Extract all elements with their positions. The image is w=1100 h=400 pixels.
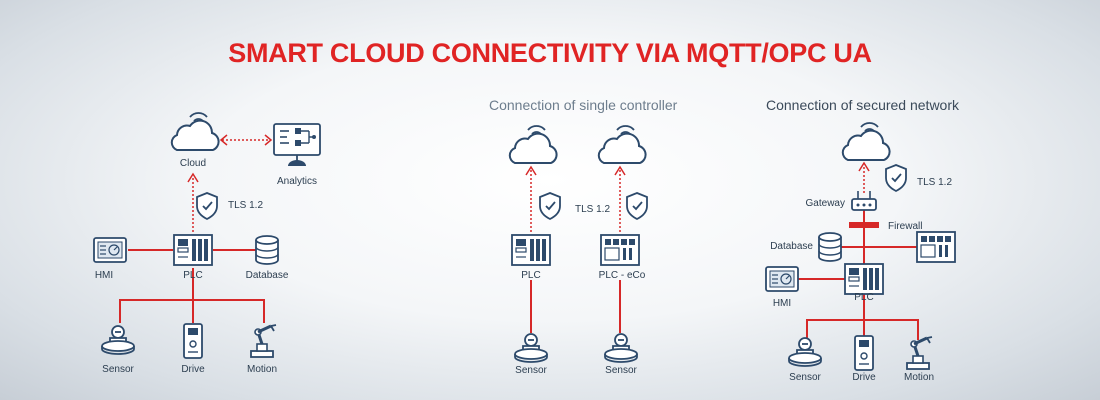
sensor-label: Sensor [605, 365, 637, 376]
subtitle-single-controller: Connection of single controller [489, 97, 678, 113]
sensor-icon [604, 333, 638, 363]
motion-label: Motion [904, 372, 934, 383]
cloud-icon [841, 121, 891, 161]
plc-label: PLC [854, 292, 873, 303]
drive-icon [854, 335, 874, 371]
hmi-label: HMI [773, 298, 791, 309]
gateway-icon [851, 190, 877, 211]
database-label: Database [246, 270, 289, 281]
shield-icon [539, 192, 561, 220]
hmi-icon [93, 237, 127, 263]
sensor-icon [101, 325, 135, 355]
plc-icon [511, 234, 551, 266]
database-icon [255, 235, 279, 265]
robot-arm-icon [249, 323, 278, 359]
sensor-label: Sensor [789, 372, 821, 383]
panel-single-controller: TLS 1.2 PLC PLC - eCo Sensor Sensor [508, 124, 648, 376]
shield-icon [196, 192, 218, 220]
fieldbus-line [806, 319, 919, 340]
analytics-icon [273, 123, 321, 167]
robot-arm-icon [905, 335, 934, 371]
sensor-label: Sensor [515, 365, 547, 376]
page-title: SMART CLOUD CONNECTIVITY VIA MQTT/OPC UA [228, 38, 872, 68]
hmi-label: HMI [95, 270, 113, 281]
sensor-icon [514, 333, 548, 363]
plc-icon [844, 263, 884, 295]
sensor-icon [788, 337, 822, 367]
plc-eco-label: PLC - eCo [599, 270, 646, 281]
gateway-label: Gateway [806, 198, 845, 209]
analytics-label: Analytics [277, 176, 317, 187]
shield-icon [885, 164, 907, 192]
subtitle-secured-network: Connection of secured network [766, 97, 959, 113]
plc-eco-icon [600, 234, 640, 266]
plc-icon [173, 234, 213, 266]
database-icon [818, 232, 842, 262]
drive-icon [183, 323, 203, 359]
motion-label: Motion [247, 364, 277, 375]
tls-label: TLS 1.2 [917, 177, 952, 188]
plc-eco-icon [916, 231, 956, 263]
database-label: Database [770, 241, 813, 252]
cloud-label: Cloud [180, 158, 206, 169]
plc-label: PLC [183, 270, 202, 281]
shield-icon [626, 192, 648, 220]
firewall-bar [849, 222, 879, 228]
firewall-label: Firewall [888, 221, 922, 232]
cloud-icon [508, 124, 558, 164]
plc-label: PLC [521, 270, 540, 281]
drive-label: Drive [181, 364, 205, 375]
cloud-icon [597, 124, 647, 164]
panel-secured-network: TLS 1.2 Gateway Firewall Database HMI PL… [765, 121, 956, 383]
drive-label: Drive [852, 372, 876, 383]
panel-generic-architecture: Cloud Analytics TLS 1.2 HMI PLC Database… [93, 111, 321, 375]
tls-label: TLS 1.2 [228, 200, 263, 211]
cloud-icon [170, 111, 220, 151]
hmi-icon [765, 266, 799, 292]
sensor-label: Sensor [102, 364, 134, 375]
tls-label: TLS 1.2 [575, 204, 610, 215]
